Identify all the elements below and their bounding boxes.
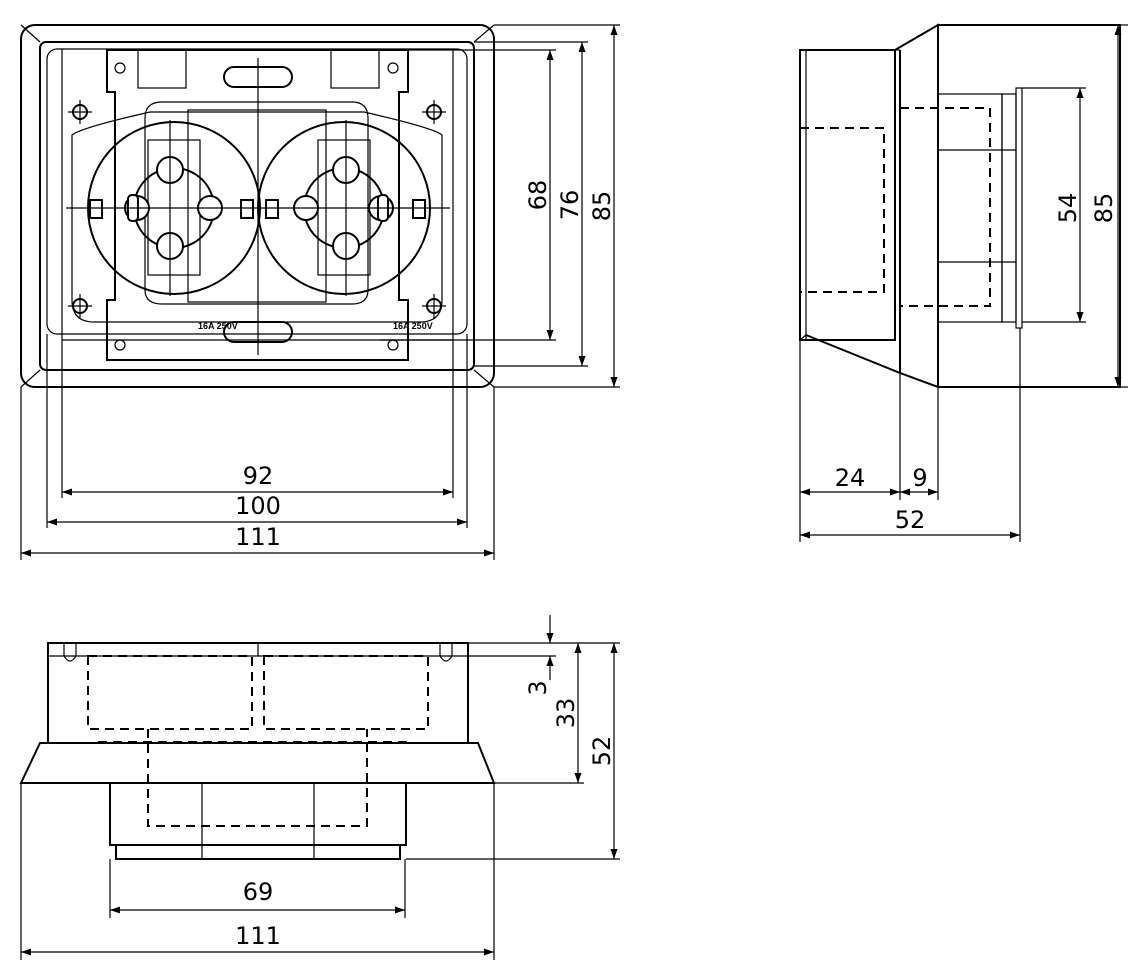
dim-bottom-33: 33	[552, 698, 580, 729]
dim-bottom-111: 111	[235, 922, 281, 950]
dim-front-92: 92	[243, 462, 274, 490]
dim-side-85: 85	[1090, 193, 1118, 224]
dim-side-52: 52	[895, 506, 926, 534]
dim-side-54: 54	[1054, 193, 1082, 224]
dim-front-76: 76	[556, 190, 584, 221]
outer-frame	[20, 24, 495, 388]
bottom-view: 69 111 3 33 52	[19, 615, 620, 960]
dim-front-100: 100	[235, 492, 281, 520]
dim-side-24: 24	[835, 464, 866, 492]
front-view: 16A 250V 16A 250V 92 100 111 68 76 85	[20, 24, 620, 560]
middle-frame	[39, 41, 475, 371]
dim-bottom-52: 52	[588, 736, 616, 767]
dim-bottom-3: 3	[524, 680, 552, 695]
dim-front-111: 111	[235, 523, 281, 551]
dim-bottom-69: 69	[243, 878, 274, 906]
dim-front-85: 85	[588, 191, 616, 222]
side-flange	[805, 23, 939, 389]
rating-label-left: 16A 250V	[198, 321, 238, 331]
mounting-bracket	[106, 49, 409, 361]
bottom-insert	[109, 782, 407, 846]
dim-front-68: 68	[524, 180, 552, 211]
side-view: 24 9 52 54 85	[799, 23, 1128, 542]
rating-label-right: 16A 250V	[393, 321, 433, 331]
back-box	[799, 49, 896, 341]
screw-icon	[67, 99, 93, 125]
dim-side-9: 9	[912, 464, 927, 492]
bottom-flange	[19, 742, 496, 784]
screw-icon	[421, 99, 447, 125]
